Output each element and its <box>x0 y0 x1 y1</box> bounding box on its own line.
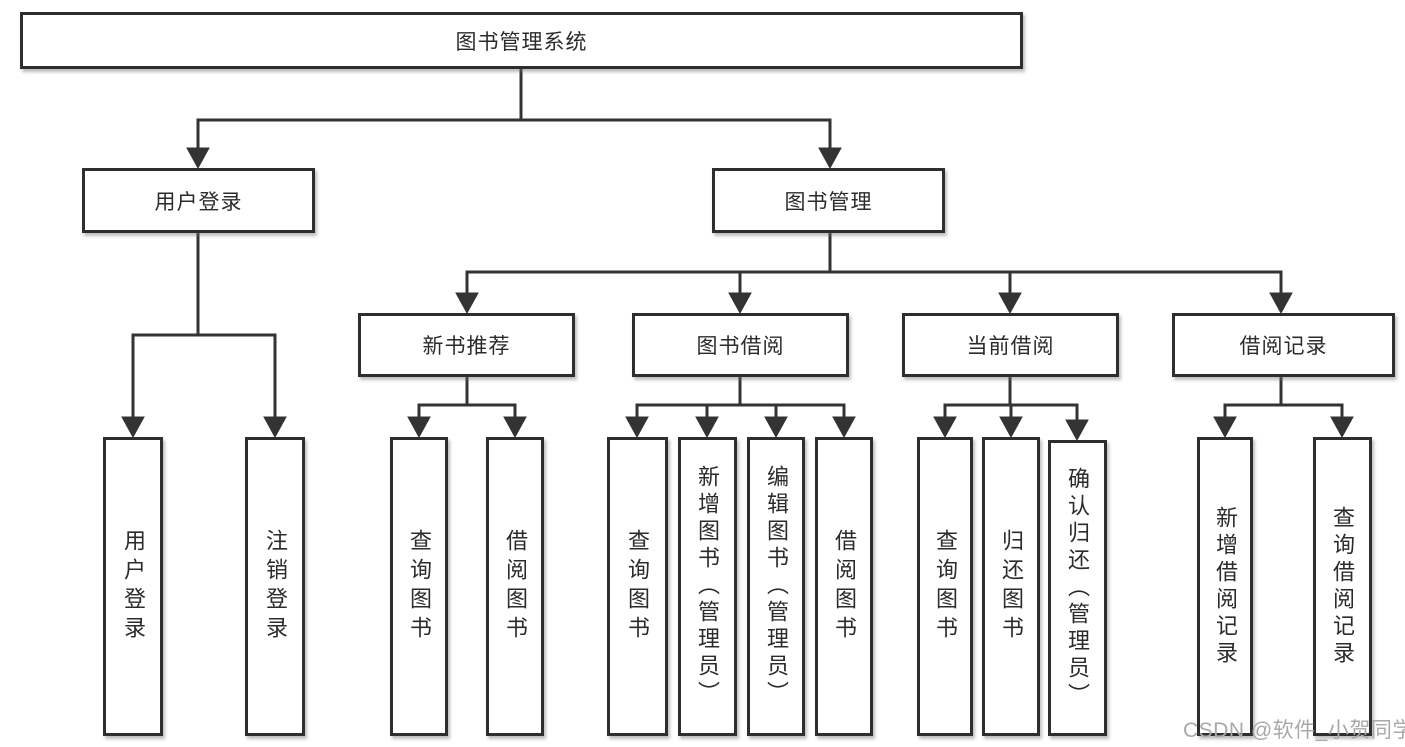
arrowhead <box>728 292 752 315</box>
node-book-borrowing-label: 图书借阅 <box>696 335 785 358</box>
leaf-logout-label: 注销登录 <box>263 528 288 645</box>
node-user-login-label: 用户登录 <box>154 190 243 214</box>
node-current-borrowing-label: 当前借阅 <box>966 335 1055 358</box>
node-borrowing-records: 借阅记录 <box>1172 313 1395 377</box>
arrowhead <box>933 416 957 439</box>
arrowhead <box>764 416 788 439</box>
leaf-logout: 注销登录 <box>245 437 305 736</box>
node-current-borrowing: 当前借阅 <box>902 313 1119 377</box>
arrowhead <box>998 292 1022 315</box>
arrowhead <box>999 416 1023 439</box>
node-borrowing-records-label: 借阅记录 <box>1239 335 1328 358</box>
node-book-management: 图书管理 <box>712 168 945 233</box>
leaf-bb-add-books-admin: 新增图书（管理员） <box>678 437 737 736</box>
leaf-cb-return-books: 归还图书 <box>982 437 1040 736</box>
arrowhead <box>1065 419 1089 442</box>
arrowhead <box>818 147 842 170</box>
connector-bookborrow-group <box>625 376 856 439</box>
node-book-management-label: 图书管理 <box>784 190 873 214</box>
leaf-br-query-record: 查询借阅记录 <box>1313 437 1372 736</box>
node-new-book-recommendation: 新书推荐 <box>358 313 575 377</box>
arrowhead <box>455 292 479 315</box>
connector-borrowrecords-group <box>1213 376 1354 439</box>
leaf-cb-confirm-return-admin: 确认归还（管理员） <box>1048 440 1107 736</box>
leaf-bb-query-books: 查询图书 <box>607 437 668 736</box>
leaf-rec-borrow-books: 借阅图书 <box>486 437 544 736</box>
leaf-cb-query-books-label: 查询图书 <box>933 528 958 645</box>
leaf-br-add-record: 新增借阅记录 <box>1197 437 1253 736</box>
leaf-br-query-record-label: 查询借阅记录 <box>1330 505 1355 668</box>
leaf-rec-borrow-books-label: 借阅图书 <box>503 528 528 645</box>
arrowhead <box>832 416 856 439</box>
arrowhead <box>263 416 287 439</box>
leaf-rec-query-books-label: 查询图书 <box>407 528 432 645</box>
arrowhead <box>407 416 431 439</box>
connector-currentborrow-group <box>933 376 1089 442</box>
arrowhead <box>695 416 719 439</box>
node-root-label: 图书管理系统 <box>455 30 588 54</box>
leaf-cb-return-books-label: 归还图书 <box>999 528 1024 645</box>
csdn-watermark: CSDN @软件_小贺同学 <box>1183 719 1405 742</box>
node-user-login: 用户登录 <box>82 168 315 233</box>
leaf-br-add-record-label: 新增借阅记录 <box>1213 505 1238 668</box>
leaf-rec-query-books: 查询图书 <box>390 437 448 736</box>
node-root: 图书管理系统 <box>20 12 1023 69</box>
arrowhead <box>1213 416 1237 439</box>
leaf-bb-borrow-books-label: 借阅图书 <box>832 528 857 645</box>
arrowhead <box>186 147 210 170</box>
leaf-user-login: 用户登录 <box>103 437 163 736</box>
connector-userlogin-to-leaves <box>121 232 287 439</box>
arrowhead <box>1330 416 1354 439</box>
leaf-bb-query-books-label: 查询图书 <box>625 528 650 645</box>
arrowhead <box>503 416 527 439</box>
leaf-cb-query-books: 查询图书 <box>917 437 973 736</box>
leaf-bb-borrow-books: 借阅图书 <box>815 437 873 736</box>
leaf-cb-confirm-return-admin-label: 确认归还（管理员） <box>1065 466 1090 710</box>
node-new-book-recommendation-label: 新书推荐 <box>422 335 511 358</box>
leaf-user-login-label: 用户登录 <box>121 528 146 645</box>
arrowhead <box>121 416 145 439</box>
connector-bookmgmt-to-level3 <box>455 232 1293 315</box>
arrowhead <box>1269 292 1293 315</box>
leaf-bb-add-books-admin-label: 新增图书（管理员） <box>695 465 720 708</box>
connector-newbookrec-group <box>407 376 527 439</box>
node-book-borrowing: 图书借阅 <box>632 313 849 377</box>
connector-root-to-level2 <box>186 68 842 170</box>
leaf-bb-edit-books-admin: 编辑图书（管理员） <box>747 437 805 736</box>
arrowhead <box>625 416 649 439</box>
leaf-bb-edit-books-admin-label: 编辑图书（管理员） <box>764 465 789 708</box>
